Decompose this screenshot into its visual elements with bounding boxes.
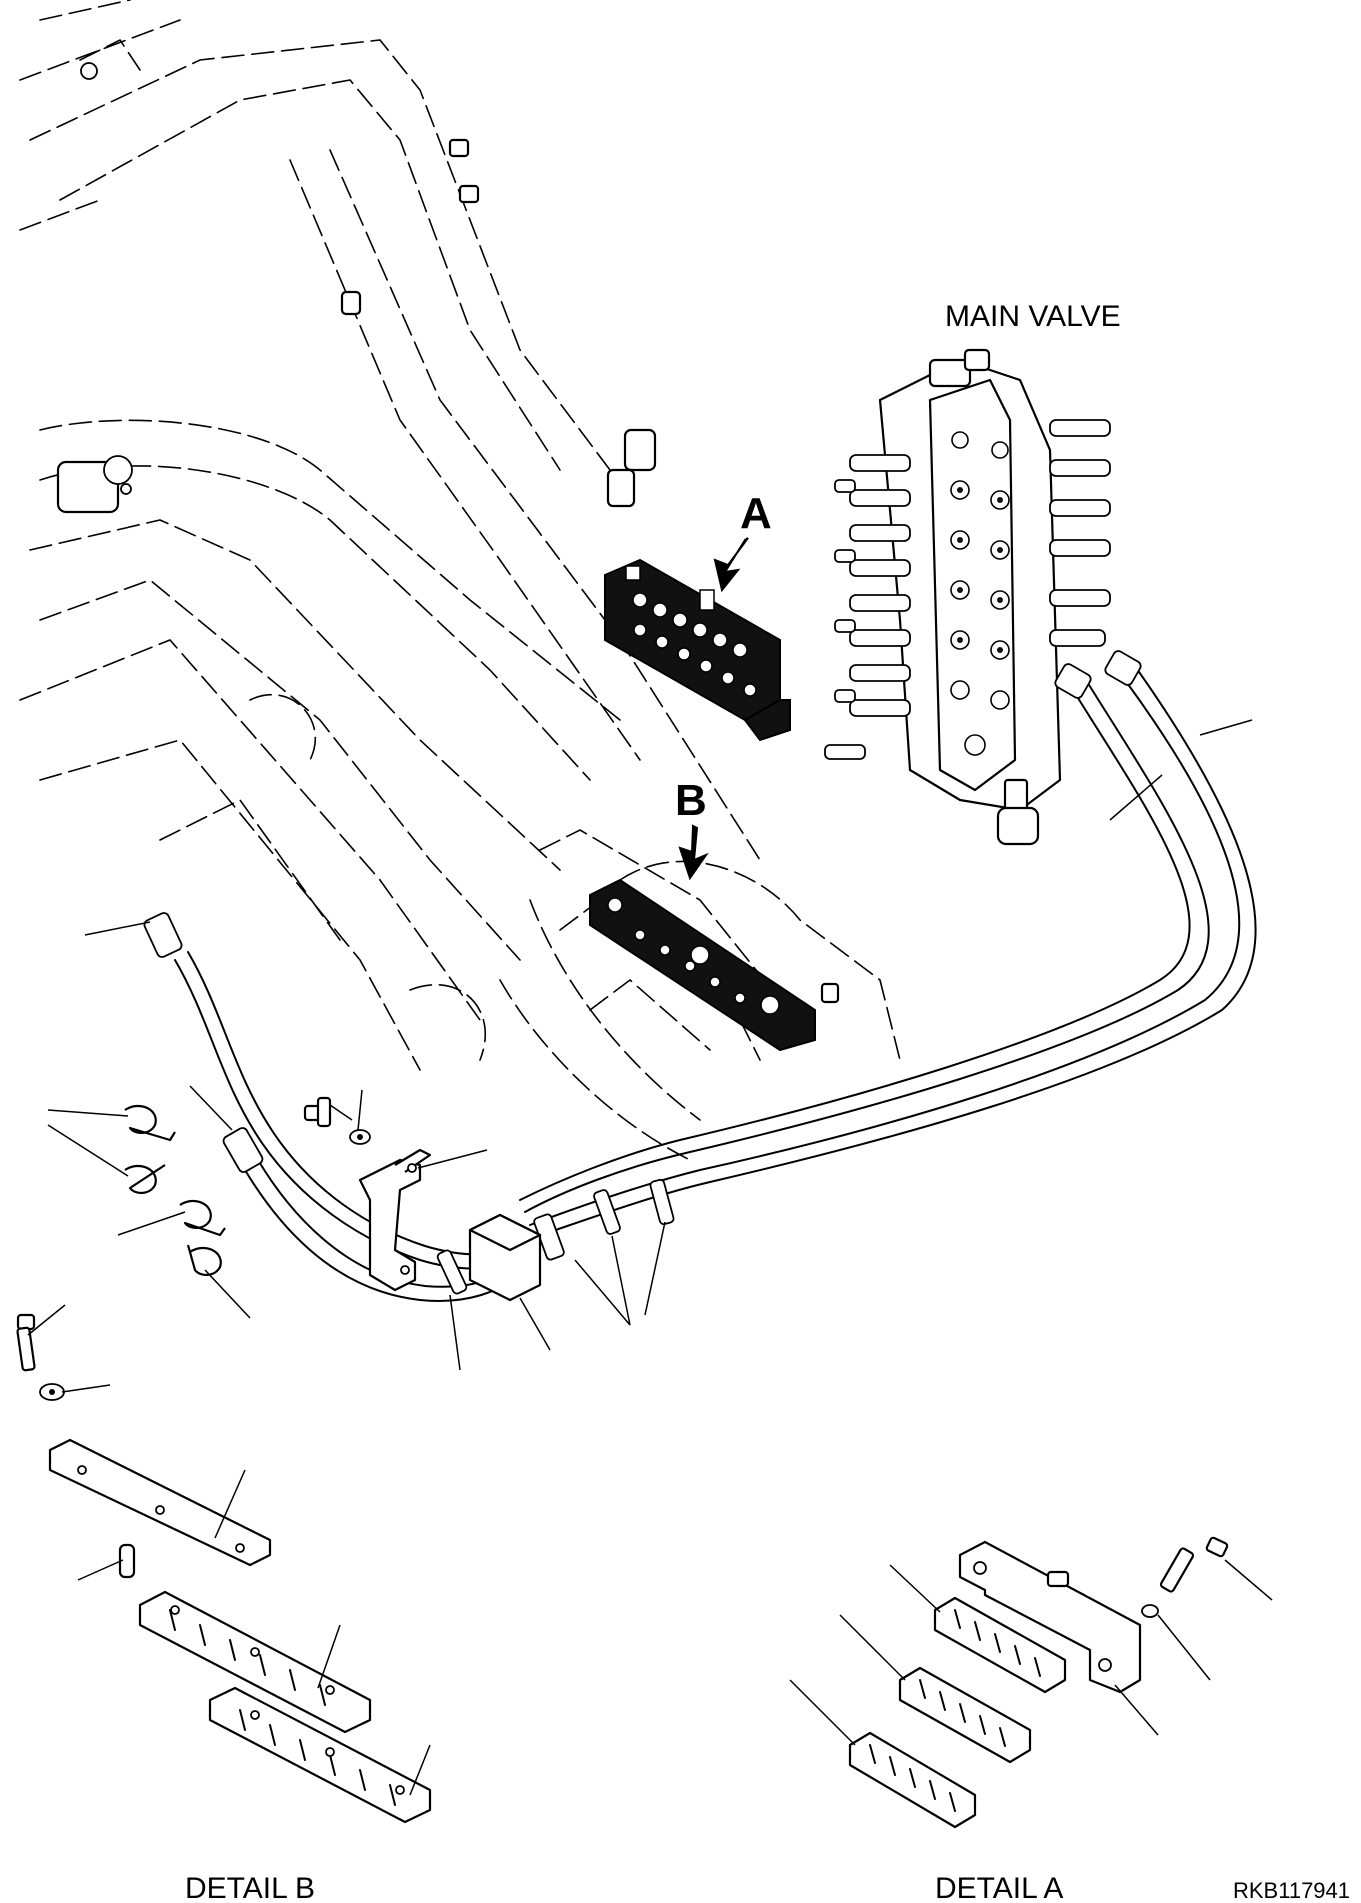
bolt-and-washer: [303, 1096, 371, 1145]
detail-b-caption: DETAIL B: [185, 1872, 315, 1903]
main-valve-label: MAIN VALVE: [945, 300, 1121, 333]
main-valve: [824, 348, 1111, 846]
arrow-b: [678, 824, 709, 881]
marker-a-label: A: [740, 489, 772, 538]
marker-b-label: B: [675, 776, 707, 825]
clamp-block-b: [589, 878, 816, 1052]
leader-lines: [27, 719, 1273, 1796]
bracket-assembly: [358, 1148, 542, 1302]
boom-frame-dashed: [19, 0, 901, 1161]
detail-a-parts: [848, 1536, 1229, 1829]
arrow-a: [713, 537, 749, 593]
frame-fittings: [56, 62, 840, 1004]
hydraulic-hoses: [143, 650, 1257, 1302]
detail-b-parts: [16, 1313, 432, 1824]
hose-clips: [124, 1104, 226, 1276]
detail-a-caption: DETAIL A: [935, 1872, 1063, 1903]
clamp-block-a: [604, 558, 791, 742]
drawing-code: RKB117941: [1233, 1878, 1350, 1903]
